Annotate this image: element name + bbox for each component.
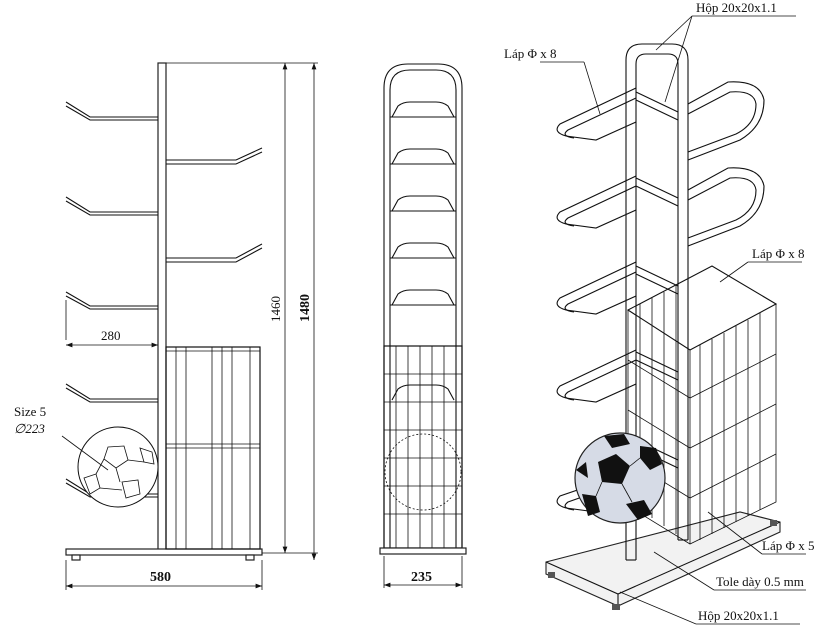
side-right-arms [166,147,263,263]
ball-diameter-label: ∅223 [14,421,45,436]
iso-frame [625,43,689,561]
iso-view: Hộp 20x20x1.1 Láp Φ x 8 Láp Φ x 8 Láp Φ … [504,0,814,625]
callout-arm-top: Láp Φ x 8 [504,46,556,61]
iso-base-sheet [545,511,781,607]
iso-leaders [540,15,806,625]
callout-base-tube: Hộp 20x20x1.1 [698,608,779,623]
side-post [157,62,167,552]
side-width-dim: 580 [150,570,171,585]
iso-arms-left [556,87,637,513]
callout-sheet: Tole dày 0.5 mm [716,574,804,589]
side-height-total-dim: 1480 [298,294,313,322]
side-ball [61,426,159,508]
iso-ball [574,432,666,524]
front-basket [383,345,463,549]
iso-arms-right [687,81,765,247]
callout-basket-rod: Láp Φ x 5 [762,538,814,553]
side-base-plate [65,548,263,556]
side-arm-dim: 280 [101,328,121,343]
callout-arm-mid: Láp Φ x 8 [752,246,804,261]
callout-top-tube: Hộp 20x20x1.1 [696,0,777,15]
front-view: 235 [379,63,467,588]
side-view: 280 580 1460 1480 Size 5 ∅223 [14,62,318,590]
front-arms [390,101,456,401]
ball-size-label: Size 5 [14,404,46,419]
front-width-dim: 235 [411,570,432,585]
side-basket [165,346,261,550]
side-height-inner-dim: 1460 [268,296,283,322]
